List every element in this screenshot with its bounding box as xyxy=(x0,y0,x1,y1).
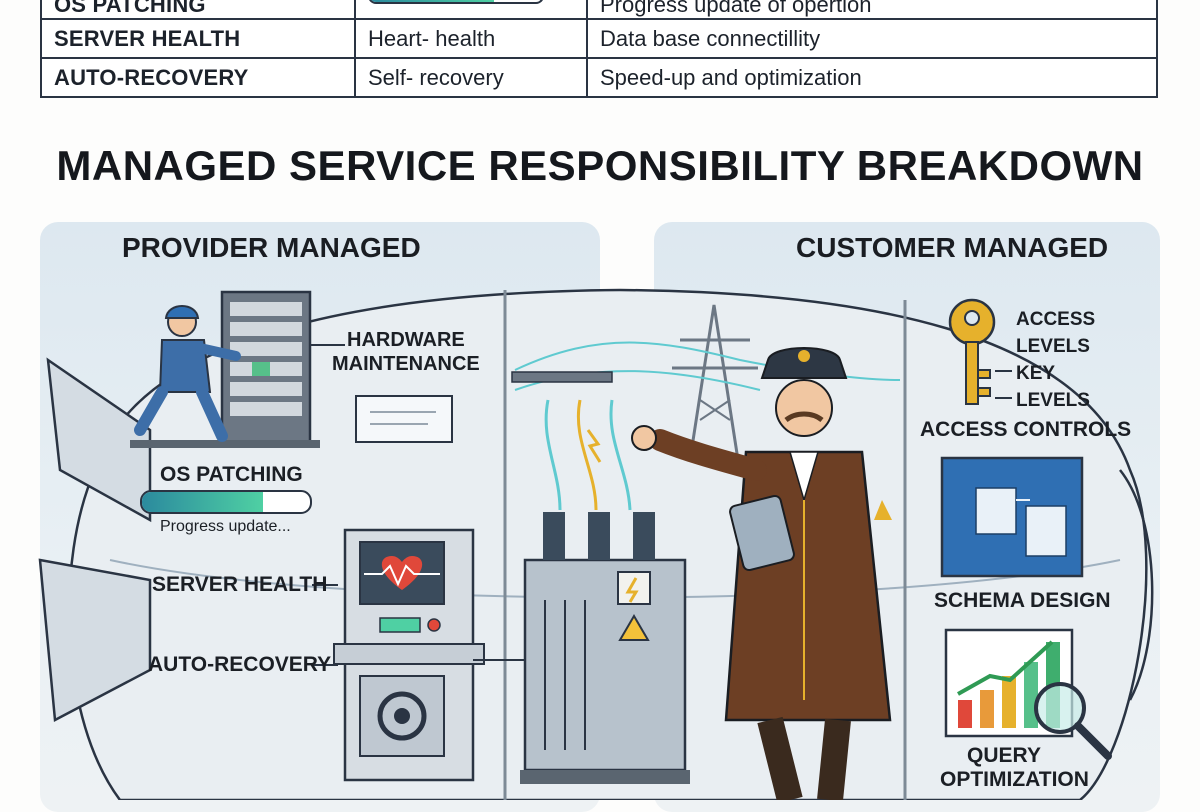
detail-cell: Heart- health xyxy=(354,18,588,59)
key-label-line: KEY xyxy=(1016,363,1056,384)
os-progress-bar xyxy=(140,490,312,514)
key-label-line: ACCESS xyxy=(1016,309,1096,330)
hardware-label: HARDWARE MAINTENANCE xyxy=(332,328,480,376)
feature-cell: SERVER HEALTH xyxy=(40,18,356,59)
progress-caption: Progress update... xyxy=(160,518,291,535)
query-optimization-label: QUERY OPTIMIZATION xyxy=(940,744,1089,792)
lightning-icon xyxy=(586,429,602,463)
airship-tail-fin xyxy=(38,558,152,722)
blueprint-icon xyxy=(940,456,1084,578)
detail-cell: Self- recovery xyxy=(354,57,588,98)
description-cell: Speed-up and optimization xyxy=(586,57,1158,98)
tablet-icon xyxy=(729,494,795,572)
technician-icon xyxy=(134,305,241,442)
feature-table: OS PATCHING Progress update of opertion … xyxy=(40,0,1158,98)
access-controls-label: ACCESS CONTROLS xyxy=(920,418,1132,441)
progress-cell xyxy=(354,0,588,20)
key-levels-labels: ACCESS LEVELS KEY LEVELS xyxy=(1016,306,1095,414)
customer-heading: CUSTOMER MANAGED xyxy=(796,232,1109,263)
key-label-line: LEVELS xyxy=(1016,390,1090,411)
table-row: AUTO-RECOVERY Self- recovery Speed-up an… xyxy=(40,57,1158,98)
key-label-line: LEVELS xyxy=(1016,336,1090,357)
airship-nose xyxy=(1119,469,1154,701)
feature-cell: AUTO-RECOVERY xyxy=(40,57,356,98)
server-console-icon xyxy=(333,528,485,782)
query-label-line: QUERY xyxy=(967,744,1041,767)
auto-recovery-label: AUTO-RECOVERY xyxy=(148,653,332,676)
provider-heading: PROVIDER MANAGED xyxy=(122,232,421,263)
maintenance-note-icon xyxy=(355,395,453,443)
hardware-label-line: MAINTENANCE xyxy=(332,353,480,375)
description-cell: Progress update of opertion xyxy=(586,0,1158,20)
page-title: MANAGED SERVICE RESPONSIBILITY BREAKDOWN xyxy=(56,142,1144,189)
os-patching-label: OS PATCHING xyxy=(160,463,303,486)
feature-cell: OS PATCHING xyxy=(40,0,356,20)
server-health-label: SERVER HEALTH xyxy=(152,573,328,596)
transformer-icon xyxy=(520,512,690,784)
progress-fill xyxy=(370,0,494,2)
description-cell: Data base connectillity xyxy=(586,18,1158,59)
schema-design-label: SCHEMA DESIGN xyxy=(934,589,1111,612)
os-progress-fill xyxy=(142,492,263,512)
magnifier-icon xyxy=(1034,682,1112,760)
table-row: SERVER HEALTH Heart- health Data base co… xyxy=(40,18,1158,59)
gear-icon xyxy=(377,691,427,741)
power-pylon-icon xyxy=(672,304,758,461)
key-icon xyxy=(948,298,996,405)
hardware-label-line: HARDWARE xyxy=(347,329,465,351)
airship-tail-fin xyxy=(46,357,152,523)
query-label-line: OPTIMIZATION xyxy=(940,768,1089,791)
table-row: OS PATCHING Progress update of opertion xyxy=(40,0,1158,20)
server-rack-icon xyxy=(130,290,320,448)
